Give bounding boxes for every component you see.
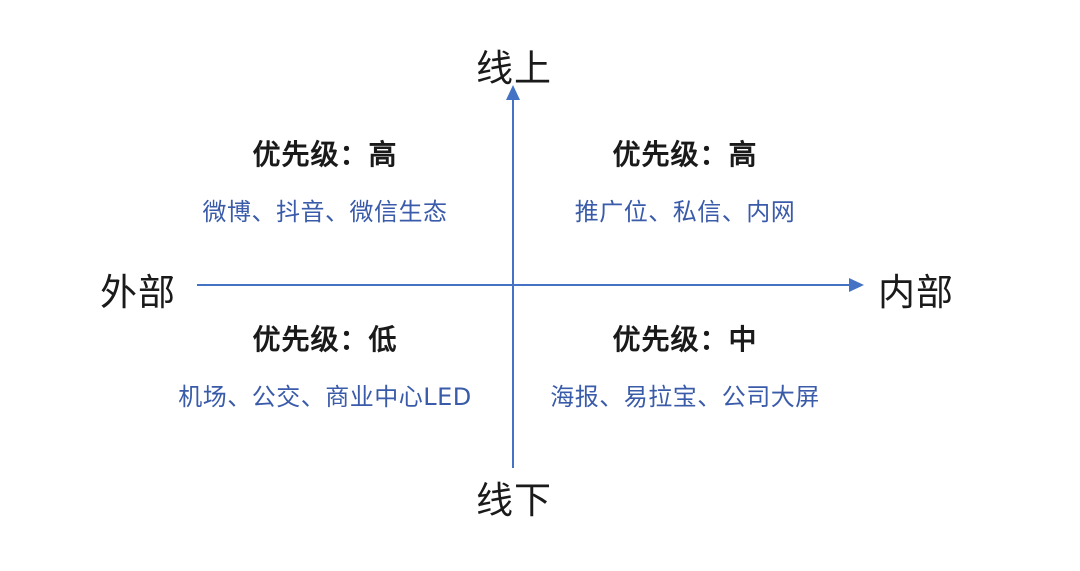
quadrant-top-right-priority: 优先级：高 <box>612 138 758 171</box>
quadrant-bottom-left-priority: 优先级：低 <box>252 323 398 356</box>
right-arrow-icon <box>849 278 864 292</box>
quadrant-top-left: 优先级：高 微博、抖音、微信生态 <box>140 138 510 226</box>
quadrant-bottom-right-priority: 优先级：中 <box>612 323 758 356</box>
axis-label-online: 线上 <box>476 47 552 90</box>
quadrant-bottom-right: 优先级：中 海报、易拉宝、公司大屏 <box>515 323 855 411</box>
quadrant-bottom-left: 优先级：低 机场、公交、商业中心LED <box>140 323 510 411</box>
quadrant-bottom-right-examples: 海报、易拉宝、公司大屏 <box>550 382 820 411</box>
quadrant-top-right-examples: 推广位、私信、内网 <box>574 197 796 226</box>
axis-label-offline: 线下 <box>476 479 552 522</box>
quadrant-top-left-examples: 微博、抖音、微信生态 <box>202 197 448 226</box>
quadrant-bottom-left-examples: 机场、公交、商业中心LED <box>178 382 472 411</box>
axis-label-external: 外部 <box>100 271 176 314</box>
quadrant-top-left-priority: 优先级：高 <box>252 138 398 171</box>
quadrant-top-right: 优先级：高 推广位、私信、内网 <box>515 138 855 226</box>
axis-label-internal: 内部 <box>878 271 954 314</box>
up-arrow-icon <box>506 85 520 100</box>
